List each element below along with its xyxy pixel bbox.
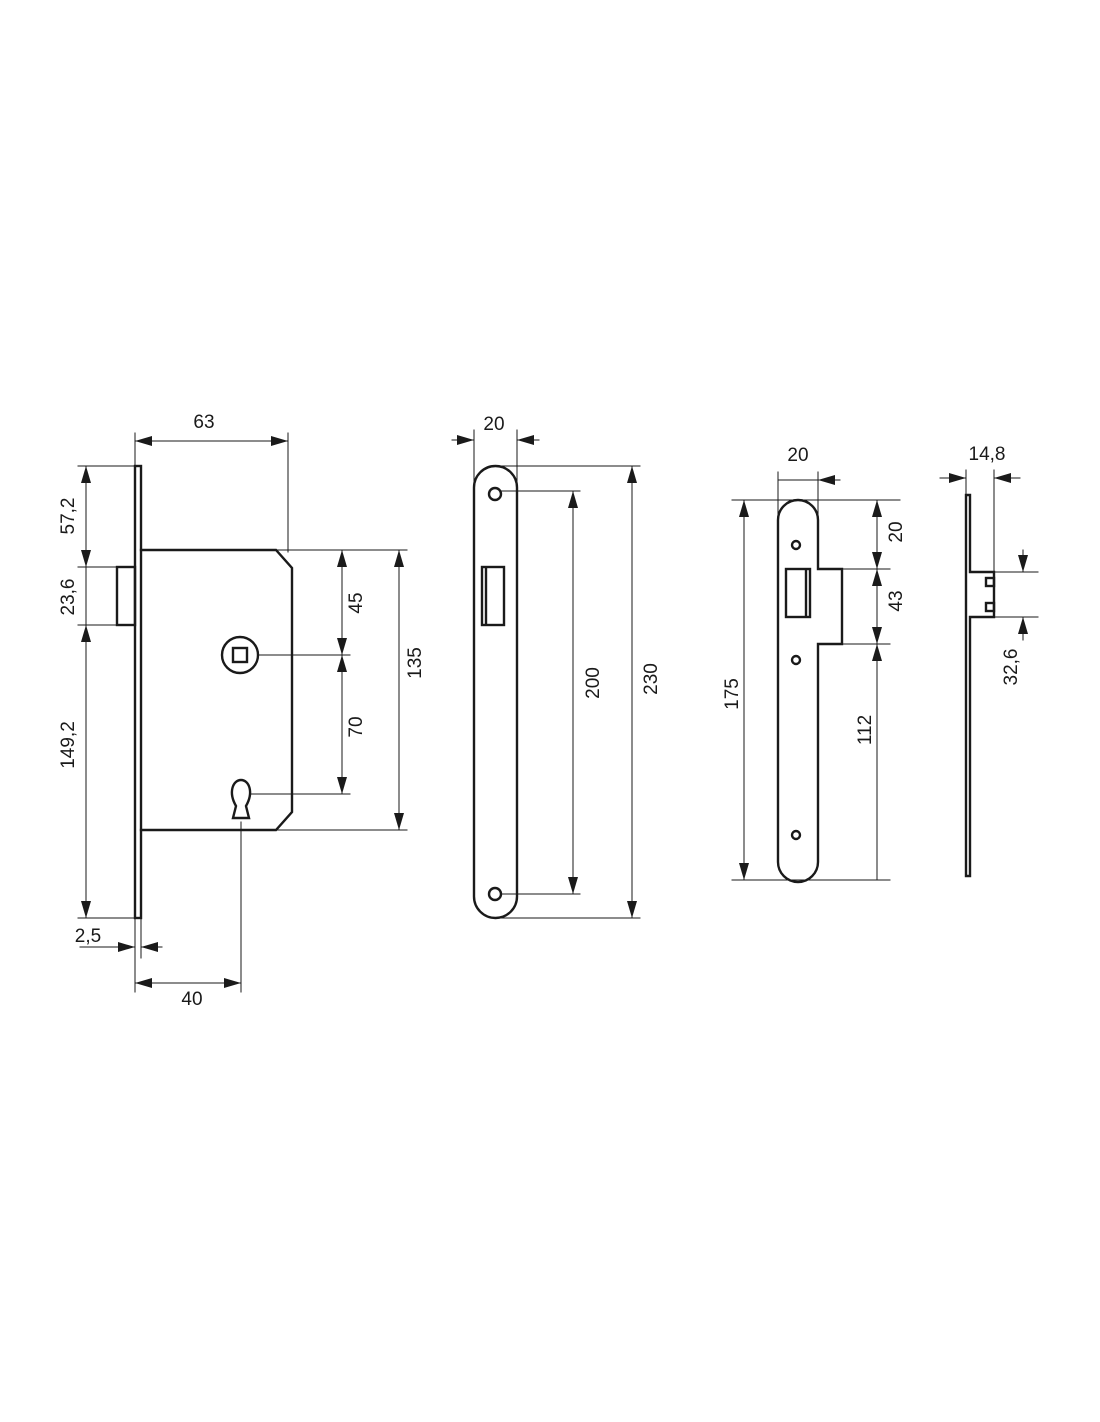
latch-bolt (115, 565, 137, 627)
arrow (337, 655, 347, 672)
arrow (949, 473, 966, 483)
label-strike-length-175: 175 (722, 678, 743, 710)
arrow (337, 638, 347, 655)
strike-opening (784, 567, 812, 619)
arrow (394, 550, 404, 567)
handle-spindle-square (231, 646, 249, 664)
arrow (994, 473, 1011, 483)
faceplate-top-screw-hole (487, 486, 503, 502)
faceplate-view (472, 464, 519, 920)
faceplate-outline (472, 464, 519, 920)
label-strike-opening-43: 43 (886, 590, 907, 611)
strike-side-lip-bottom (984, 601, 996, 613)
handle-spindle-hub (220, 635, 260, 675)
label-handle-to-keyhole-70: 70 (346, 716, 367, 737)
strike-bottom-screw-hole (790, 829, 802, 841)
arrow (568, 491, 578, 508)
arrow (739, 500, 749, 517)
arrow (872, 644, 882, 661)
arrow (872, 500, 882, 517)
arrow (135, 436, 152, 446)
latch-opening (480, 565, 506, 627)
label-faceplate-thickness-2-5: 2,5 (75, 926, 101, 947)
arrow (141, 942, 158, 952)
label-strike-hole-spacing-112: 112 (855, 715, 876, 745)
label-width-63: 63 (193, 412, 214, 433)
label-case-height-135: 135 (405, 647, 426, 679)
label-faceplate-width-20: 20 (483, 414, 504, 435)
arrow (627, 466, 637, 483)
arrow (568, 877, 578, 894)
label-bolt-to-bottom-149-2: 149,2 (58, 721, 79, 769)
arrow (81, 901, 91, 918)
strike-plate-side-view (964, 493, 996, 878)
arrow (872, 627, 882, 644)
strike-plate-front-view (776, 498, 844, 884)
strike-middle-screw-hole (790, 654, 802, 666)
label-strike-width-20: 20 (787, 445, 808, 466)
arrow (224, 978, 241, 988)
dimension-lines (77, 429, 1039, 993)
dimension-labels: 63 57,2 23,6 149,2 2,5 40 45 70 135 20 2… (58, 412, 1022, 1010)
arrow (872, 569, 882, 586)
label-top-to-bolt-57-2: 57,2 (58, 498, 79, 535)
arrow (81, 466, 91, 483)
label-bolt-height-23-6: 23,6 (58, 579, 79, 616)
arrow (627, 901, 637, 918)
label-handle-offset-45: 45 (346, 592, 367, 613)
label-side-offset-32-6: 32,6 (1001, 649, 1022, 686)
arrow (394, 813, 404, 830)
label-strike-top-offset-20: 20 (886, 521, 907, 542)
lock-faceplate-edge (133, 464, 143, 920)
arrow (457, 435, 474, 445)
arrow (337, 777, 347, 794)
strike-top-screw-hole (790, 539, 802, 551)
keyhole (230, 778, 252, 820)
arrow (135, 978, 152, 988)
label-backset-40: 40 (181, 989, 202, 1010)
arrow (1018, 555, 1028, 572)
arrow (81, 625, 91, 642)
arrow (818, 475, 835, 485)
arrow (872, 552, 882, 569)
label-faceplate-length-230: 230 (641, 663, 662, 695)
arrow (118, 942, 135, 952)
label-side-depth-14-8: 14,8 (969, 444, 1006, 465)
lock-case (139, 548, 294, 832)
strike-plate-outline (776, 498, 844, 884)
label-hole-spacing-200: 200 (583, 667, 604, 699)
arrow (517, 435, 534, 445)
lock-body-view (115, 464, 294, 920)
arrow (1018, 617, 1028, 634)
strike-side-profile (964, 493, 996, 878)
faceplate-bottom-screw-hole (487, 886, 503, 902)
arrow (271, 436, 288, 446)
arrow (739, 863, 749, 880)
arrow (337, 550, 347, 567)
arrow (81, 550, 91, 567)
strike-side-lip-top (984, 576, 996, 588)
